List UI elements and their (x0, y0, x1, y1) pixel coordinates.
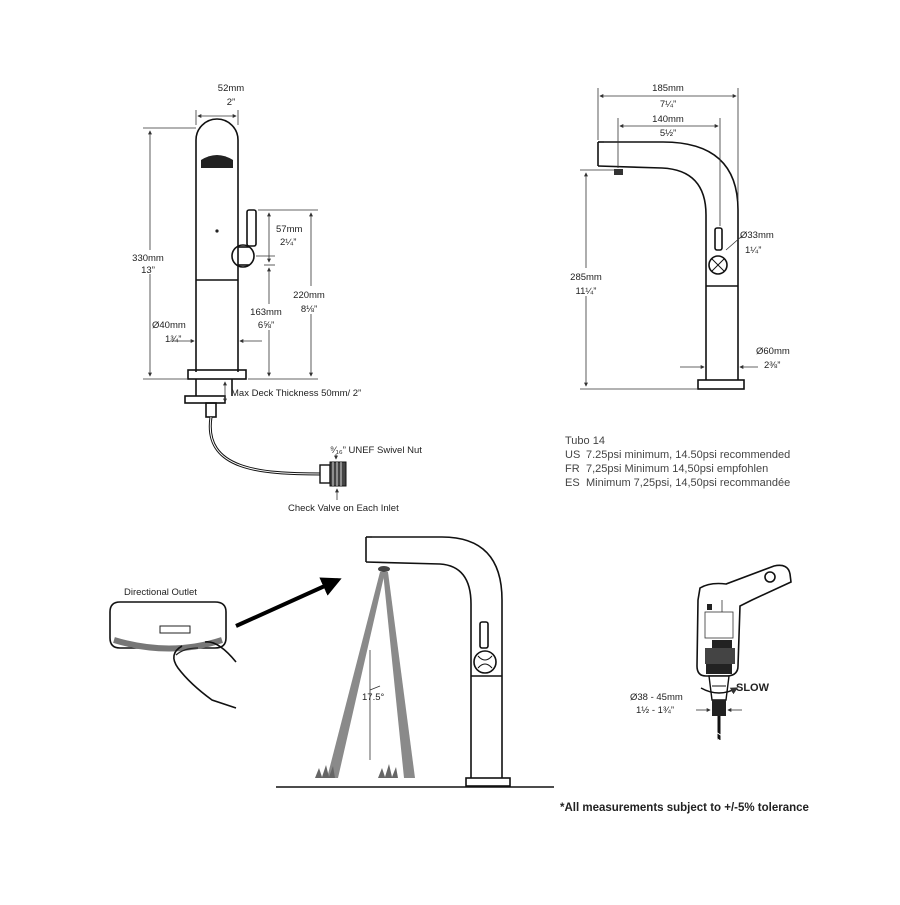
side-height-mm: 285mm (570, 272, 602, 283)
swivel-nut-label: ⁹⁄₁₆” UNEF Swivel Nut (330, 445, 422, 456)
supply-hose (208, 416, 323, 476)
spray-faucet-body (372, 536, 503, 778)
side-reach-mm: 185mm (652, 83, 684, 94)
front-base (187, 369, 247, 380)
splash-left (315, 765, 335, 778)
spec-fr-text: 7,25psi Minimum 14,50psi empfohlen (586, 463, 768, 475)
total-height-mm: 220mm (293, 290, 325, 301)
outlet-disc (109, 601, 227, 649)
handle-top-mm: 57mm (276, 224, 302, 235)
side-spout-mm: 140mm (652, 114, 684, 125)
side-handle-dia-mm: Ø33mm (740, 230, 774, 241)
total-height-in: 8⅛” (301, 304, 317, 315)
side-base-dia-in: 2⅜” (764, 360, 780, 371)
spray-beam-left (327, 572, 385, 778)
front-faucet-body (195, 118, 239, 372)
spray-beam-right (383, 572, 415, 778)
front-view: 52mm 2” 330mm 13” Ø40mm 1¾” 57mm 2¼” 163… (128, 83, 422, 514)
handle-height-in: 6⅝” (258, 320, 274, 331)
front-width-mm: 52mm (218, 83, 244, 94)
side-handle-dia-in: 1¼” (745, 245, 761, 256)
side-base-dia-mm: Ø60mm (756, 346, 790, 357)
spec-fr-code: FR (565, 463, 580, 475)
hole-size-in: 1½ - 1¾” (636, 705, 674, 716)
spray-angle: 17.5° (362, 692, 384, 703)
swivel-nut-fitting (319, 461, 347, 487)
deck-nut (184, 395, 226, 404)
outlet-title: Directional Outlet (124, 587, 197, 598)
pressure-specs: Tubo 14 US 7.25psi minimum, 14.50psi rec… (565, 435, 790, 489)
spec-us-text: 7.25psi minimum, 14.50psi recommended (586, 449, 790, 461)
drill-detail: SLOW Ø38 - 45mm 1½ - 1¾” (630, 564, 792, 743)
model-name: Tubo 14 (565, 435, 605, 447)
handle-top-in: 2¼” (280, 237, 296, 248)
side-faucet-body (604, 141, 739, 380)
handle-height-mm: 163mm (250, 307, 282, 318)
front-height-mm: 330mm (132, 253, 164, 264)
side-reach-in: 7¼” (660, 99, 676, 110)
finger (173, 641, 237, 709)
sensor-window (201, 155, 233, 168)
side-handle-knob (708, 255, 728, 275)
front-handle-lever (246, 209, 257, 247)
hole-size-mm: Ø38 - 45mm (630, 692, 683, 703)
front-diameter-in: 1¾” (165, 334, 181, 345)
drill-body (696, 564, 792, 677)
front-width-in: 2” (227, 97, 235, 108)
side-height-in: 11¼” (576, 286, 597, 297)
drill-speed: SLOW (736, 682, 770, 694)
side-view: 185mm 7¼” 140mm 5½” Ø33mm 1¼” 285mm 11¼”… (562, 83, 790, 390)
front-diameter-mm: Ø40mm (152, 320, 186, 331)
front-handle-knob (231, 244, 255, 268)
splash-right (378, 764, 398, 778)
side-spout-in: 5½” (660, 128, 676, 139)
front-height-in: 13” (141, 265, 155, 276)
spec-es-text: Minimum 7,25psi, 14,50psi recommandée (586, 477, 790, 489)
tolerance-note: *All measurements subject to +/-5% toler… (560, 802, 809, 814)
side-handle-lever (714, 227, 723, 251)
spray-view: 17.5° (276, 536, 554, 788)
drill-chuck (708, 675, 730, 701)
side-base (697, 379, 745, 390)
spec-es-code: ES (565, 477, 580, 489)
outlet-detail: Directional Outlet (109, 577, 342, 709)
deck-thickness-label: Max Deck Thickness 50mm/ 2” (231, 388, 361, 399)
direction-arrow (235, 577, 342, 628)
spec-us-code: US (565, 449, 580, 461)
check-valve-label: Check Valve on Each Inlet (288, 503, 399, 514)
side-outlet (614, 169, 623, 175)
